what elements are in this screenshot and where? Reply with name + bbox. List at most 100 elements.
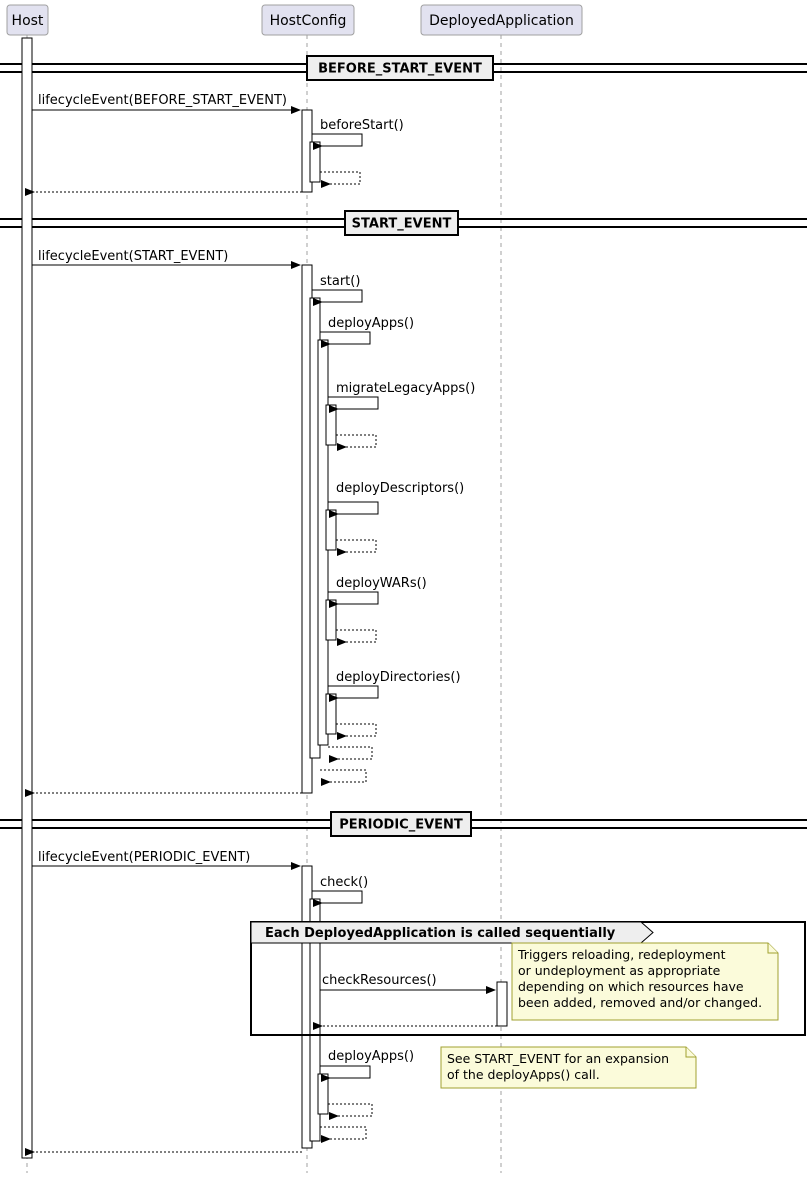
message-msg-migratelegacyapps-return xyxy=(336,434,377,451)
divider-periodic-event: PERIODIC_EVENT xyxy=(0,811,807,837)
note-line: See START_EVENT for an expansion xyxy=(447,1051,669,1066)
message-label: beforeStart() xyxy=(320,118,404,133)
message-msg-beforestart: beforeStart() xyxy=(312,118,404,150)
group-tab xyxy=(250,921,654,944)
participant-hostconfig[interactable]: HostConfig xyxy=(261,4,355,36)
message-msg-deploydirectories-return xyxy=(336,723,377,740)
message-path xyxy=(328,685,379,702)
message-msg-deploydescriptors-return xyxy=(336,539,377,556)
participant-label: Host xyxy=(12,13,44,29)
activation-bar-deploywars-self xyxy=(325,599,337,641)
participant-label: HostConfig xyxy=(270,13,347,29)
message-path xyxy=(336,539,377,556)
message-path xyxy=(312,289,363,306)
divider-label: START_EVENT xyxy=(352,217,452,232)
message-path xyxy=(336,723,377,740)
note-fold xyxy=(685,1047,696,1058)
divider-label: PERIODIC_EVENT xyxy=(339,818,463,833)
activation-bar-deploydescriptors-self xyxy=(325,509,337,551)
message-label: migrateLegacyApps() xyxy=(336,381,475,396)
message-msg-deploywars: deployWARs() xyxy=(328,576,427,608)
message-path xyxy=(328,746,373,763)
message-path xyxy=(312,133,363,150)
divider-label: BEFORE_START_EVENT xyxy=(318,62,482,77)
participant-box[interactable] xyxy=(261,4,355,36)
message-msg-checkresources: checkResources() xyxy=(320,973,496,994)
message-label: lifecycleEvent(BEFORE_START_EVENT) xyxy=(38,93,287,108)
participant-box[interactable] xyxy=(420,4,583,36)
message-msg-deployapps: deployApps() xyxy=(320,316,414,348)
note-body xyxy=(511,942,779,1021)
message-msg-deployapps-return xyxy=(328,746,373,763)
messages-layer: lifecycleEvent(BEFORE_START_EVENT)before… xyxy=(25,93,497,1156)
groups-layer: Each DeployedApplication is called seque… xyxy=(250,921,806,1036)
message-label: deployWARs() xyxy=(336,576,427,591)
activations-layer xyxy=(21,37,508,1159)
note-body xyxy=(440,1046,697,1089)
activation-bar-periodic-deployapps-self xyxy=(317,1073,329,1115)
message-path xyxy=(320,769,367,786)
divider-box xyxy=(330,811,472,837)
activation-bar-host-main xyxy=(21,37,33,1159)
message-label: deployDescriptors() xyxy=(336,481,464,496)
message-path xyxy=(328,1103,373,1120)
message-msg-migratelegacyapps: migrateLegacyApps() xyxy=(328,381,475,413)
note-fold xyxy=(767,943,778,954)
message-path xyxy=(312,890,363,907)
message-label: check() xyxy=(320,875,368,890)
message-msg-periodic-deployapps-return xyxy=(328,1103,373,1120)
message-path xyxy=(320,1126,367,1143)
message-path xyxy=(320,1065,371,1082)
divider-box xyxy=(344,210,459,236)
group-group-each-deployedapplication: Each DeployedApplication is called seque… xyxy=(250,921,806,1036)
lifelines-layer xyxy=(26,35,502,1173)
message-msg-lifecycle-periodic: lifecycleEvent(PERIODIC_EVENT) xyxy=(32,850,301,870)
message-msg-beforestart-return xyxy=(320,171,361,188)
message-msg-deploywars-return xyxy=(336,629,377,646)
message-label: start() xyxy=(320,274,360,289)
message-path xyxy=(328,591,379,608)
message-msg-start-return xyxy=(320,769,367,786)
message-path xyxy=(328,501,379,518)
message-label: lifecycleEvent(PERIODIC_EVENT) xyxy=(38,850,250,865)
note-line: been added, removed and/or changed. xyxy=(518,995,762,1010)
divider-start-event: START_EVENT xyxy=(0,210,807,236)
message-msg-deploydirectories: deployDirectories() xyxy=(328,670,461,702)
activation-bar-beforestart-self xyxy=(309,141,321,183)
message-msg-deploydescriptors: deployDescriptors() xyxy=(328,481,464,518)
activation-bar-migratelegacyapps-self xyxy=(325,404,337,446)
message-label: deployApps() xyxy=(328,316,414,331)
participant-label: DeployedApplication xyxy=(429,13,574,29)
message-path xyxy=(336,629,377,646)
message-path xyxy=(328,396,379,413)
group-label: Each DeployedApplication is called seque… xyxy=(265,926,616,941)
note-line: Triggers reloading, redeployment xyxy=(517,947,726,962)
dividers-layer: BEFORE_START_EVENT START_EVENT PERIODIC_EV… xyxy=(0,55,807,837)
message-path xyxy=(320,171,361,188)
activation-bar-deploydirectories-self xyxy=(325,693,337,735)
message-msg-check: check() xyxy=(312,875,368,907)
note-line: depending on which resources have xyxy=(518,979,744,994)
note-line: of the deployApps() call. xyxy=(447,1067,600,1082)
participant-host[interactable]: Host xyxy=(6,4,49,36)
message-msg-start: start() xyxy=(312,274,363,306)
message-label: deployDirectories() xyxy=(336,670,461,685)
participants-layer: Host HostConfig DeployedApplication xyxy=(6,4,583,36)
divider-before-start-event: BEFORE_START_EVENT xyxy=(0,55,807,81)
message-label: deployApps() xyxy=(328,1049,414,1064)
activation-bar-deployedapp-checkresources xyxy=(496,981,508,1027)
message-label: lifecycleEvent(START_EVENT) xyxy=(38,249,228,264)
message-label: checkResources() xyxy=(322,973,437,988)
message-msg-lifecycle-before-start: lifecycleEvent(BEFORE_START_EVENT) xyxy=(32,93,301,114)
participant-deployedapplication[interactable]: DeployedApplication xyxy=(420,4,583,36)
message-msg-check-return xyxy=(320,1126,367,1143)
participant-box[interactable] xyxy=(6,4,49,36)
message-path xyxy=(320,331,371,348)
note-line: or undeployment as appropriate xyxy=(518,963,721,978)
message-path xyxy=(336,434,377,451)
